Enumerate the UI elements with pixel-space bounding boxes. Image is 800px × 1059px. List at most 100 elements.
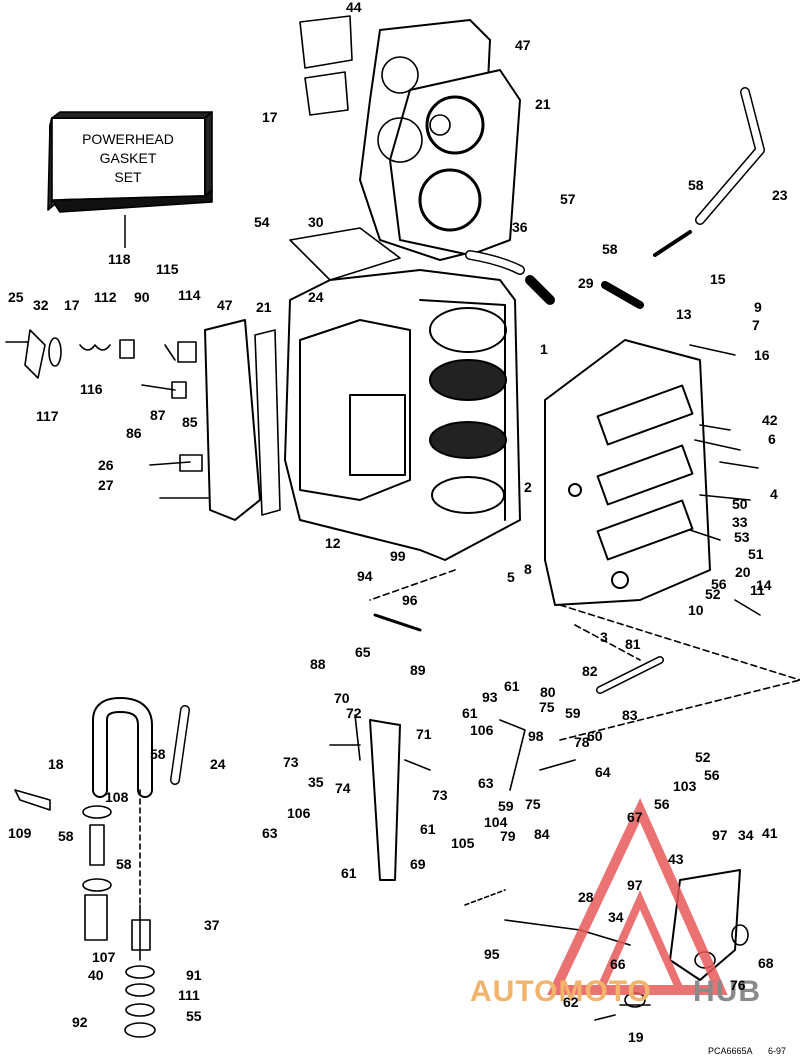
part-label: 41	[762, 825, 778, 841]
part-label: 29	[578, 275, 594, 291]
part-label: 106	[470, 722, 494, 738]
cover-30	[289, 227, 401, 281]
part-label: 35	[308, 774, 324, 790]
part-label: 57	[560, 191, 576, 207]
part-label: 17	[262, 109, 278, 125]
part-label: 58	[688, 177, 704, 193]
part-label: 107	[92, 949, 116, 965]
gasket-set-line3: SET	[114, 169, 142, 185]
watermark-part1: AUTOMOTO	[470, 975, 652, 1008]
part-label: 85	[182, 414, 198, 430]
part-label: 54	[254, 214, 270, 230]
part-label: 24	[308, 289, 324, 305]
part-label: 91	[186, 967, 202, 983]
gasket-44	[299, 15, 353, 69]
part-label: 33	[732, 514, 748, 530]
part-label: 18	[48, 756, 64, 772]
part-label: 83	[622, 707, 638, 723]
part-label: 70	[334, 690, 350, 706]
pipe-29	[601, 281, 644, 309]
part-label: 47	[217, 297, 233, 313]
part-label: 17	[64, 297, 80, 313]
part-label: 99	[390, 548, 406, 564]
part-label: 114	[178, 287, 201, 303]
part-label: 23	[772, 187, 788, 203]
part-label: 14	[756, 577, 772, 593]
gasket-set-line2: GASKET	[100, 150, 157, 166]
bolts-right	[689, 344, 761, 616]
part-label: 61	[341, 865, 357, 881]
gasket-set-box	[47, 111, 213, 213]
part-label: 112	[94, 289, 117, 305]
part-label: 63	[478, 775, 494, 791]
gasket-set-number: 118	[108, 251, 131, 267]
part-label: 42	[762, 412, 778, 428]
part-label: 87	[150, 407, 166, 423]
part-label: 1	[540, 341, 548, 357]
part-label: 93	[482, 689, 498, 705]
part-label: 47	[515, 37, 531, 53]
head-gaskets	[359, 19, 521, 261]
part-label: 97	[627, 877, 643, 893]
link-96	[373, 613, 422, 632]
part-label: 76	[730, 977, 746, 993]
cam-78	[539, 759, 576, 771]
part-label: 37	[204, 917, 220, 933]
tube-57	[525, 275, 555, 305]
part-label: 88	[310, 656, 326, 672]
part-label: 92	[72, 1014, 88, 1030]
part-label: 52	[695, 749, 711, 765]
part-label: 28	[578, 889, 594, 905]
part-label: 116	[80, 381, 103, 397]
part-label: 9	[754, 299, 762, 315]
cylinder-block	[284, 269, 521, 561]
part-label: 15	[710, 271, 726, 287]
part-label: 73	[432, 787, 448, 803]
part-label: 40	[88, 967, 104, 983]
gasket-17	[304, 71, 349, 116]
part-label: 56	[711, 576, 727, 592]
date-code: 6-97	[768, 1046, 787, 1056]
part-label: 12	[325, 535, 341, 551]
part-label: 106	[287, 805, 311, 821]
part-label: 108	[105, 789, 129, 805]
part-label: 56	[704, 767, 720, 783]
part-label: 67	[627, 809, 643, 825]
part-label: 81	[625, 636, 641, 652]
part-label: 103	[673, 778, 697, 794]
crankcase-cover	[544, 339, 711, 606]
part-label: 20	[735, 564, 751, 580]
watermark-logo	[547, 797, 728, 995]
part-label: 82	[582, 663, 598, 679]
lever-69	[369, 719, 401, 881]
part-label: 75	[525, 796, 541, 812]
part-label: 96	[402, 592, 418, 608]
part-label: 94	[357, 568, 373, 584]
part-label: 59	[565, 705, 581, 721]
part-label: 89	[410, 662, 426, 678]
part-label: 65	[355, 644, 371, 660]
part-label: 75	[539, 699, 555, 715]
part-label: 7	[752, 317, 760, 333]
part-label: 56	[654, 796, 670, 812]
gasket-21-left	[254, 329, 281, 516]
part-label: 4	[770, 486, 778, 502]
arm-93	[499, 719, 526, 791]
gasket-set-line1: POWERHEAD	[82, 131, 174, 147]
part-label: 27	[98, 477, 114, 493]
part-label: 95	[484, 946, 500, 962]
part-label: 105	[451, 835, 475, 851]
part-label: 60	[587, 728, 603, 744]
part-label: 51	[748, 546, 764, 562]
part-label: 2	[524, 479, 532, 495]
part-label: 97	[712, 827, 728, 843]
watermark-part2: HUB	[693, 975, 761, 1008]
part-label: 5	[507, 569, 515, 585]
part-label: 115	[156, 261, 179, 277]
part-label: 24	[210, 756, 226, 772]
part-label: 11	[750, 582, 765, 598]
part-label: 50	[732, 496, 748, 512]
part-label: 19	[628, 1029, 644, 1045]
part-label: 63	[262, 825, 278, 841]
part-label: 53	[734, 529, 750, 545]
